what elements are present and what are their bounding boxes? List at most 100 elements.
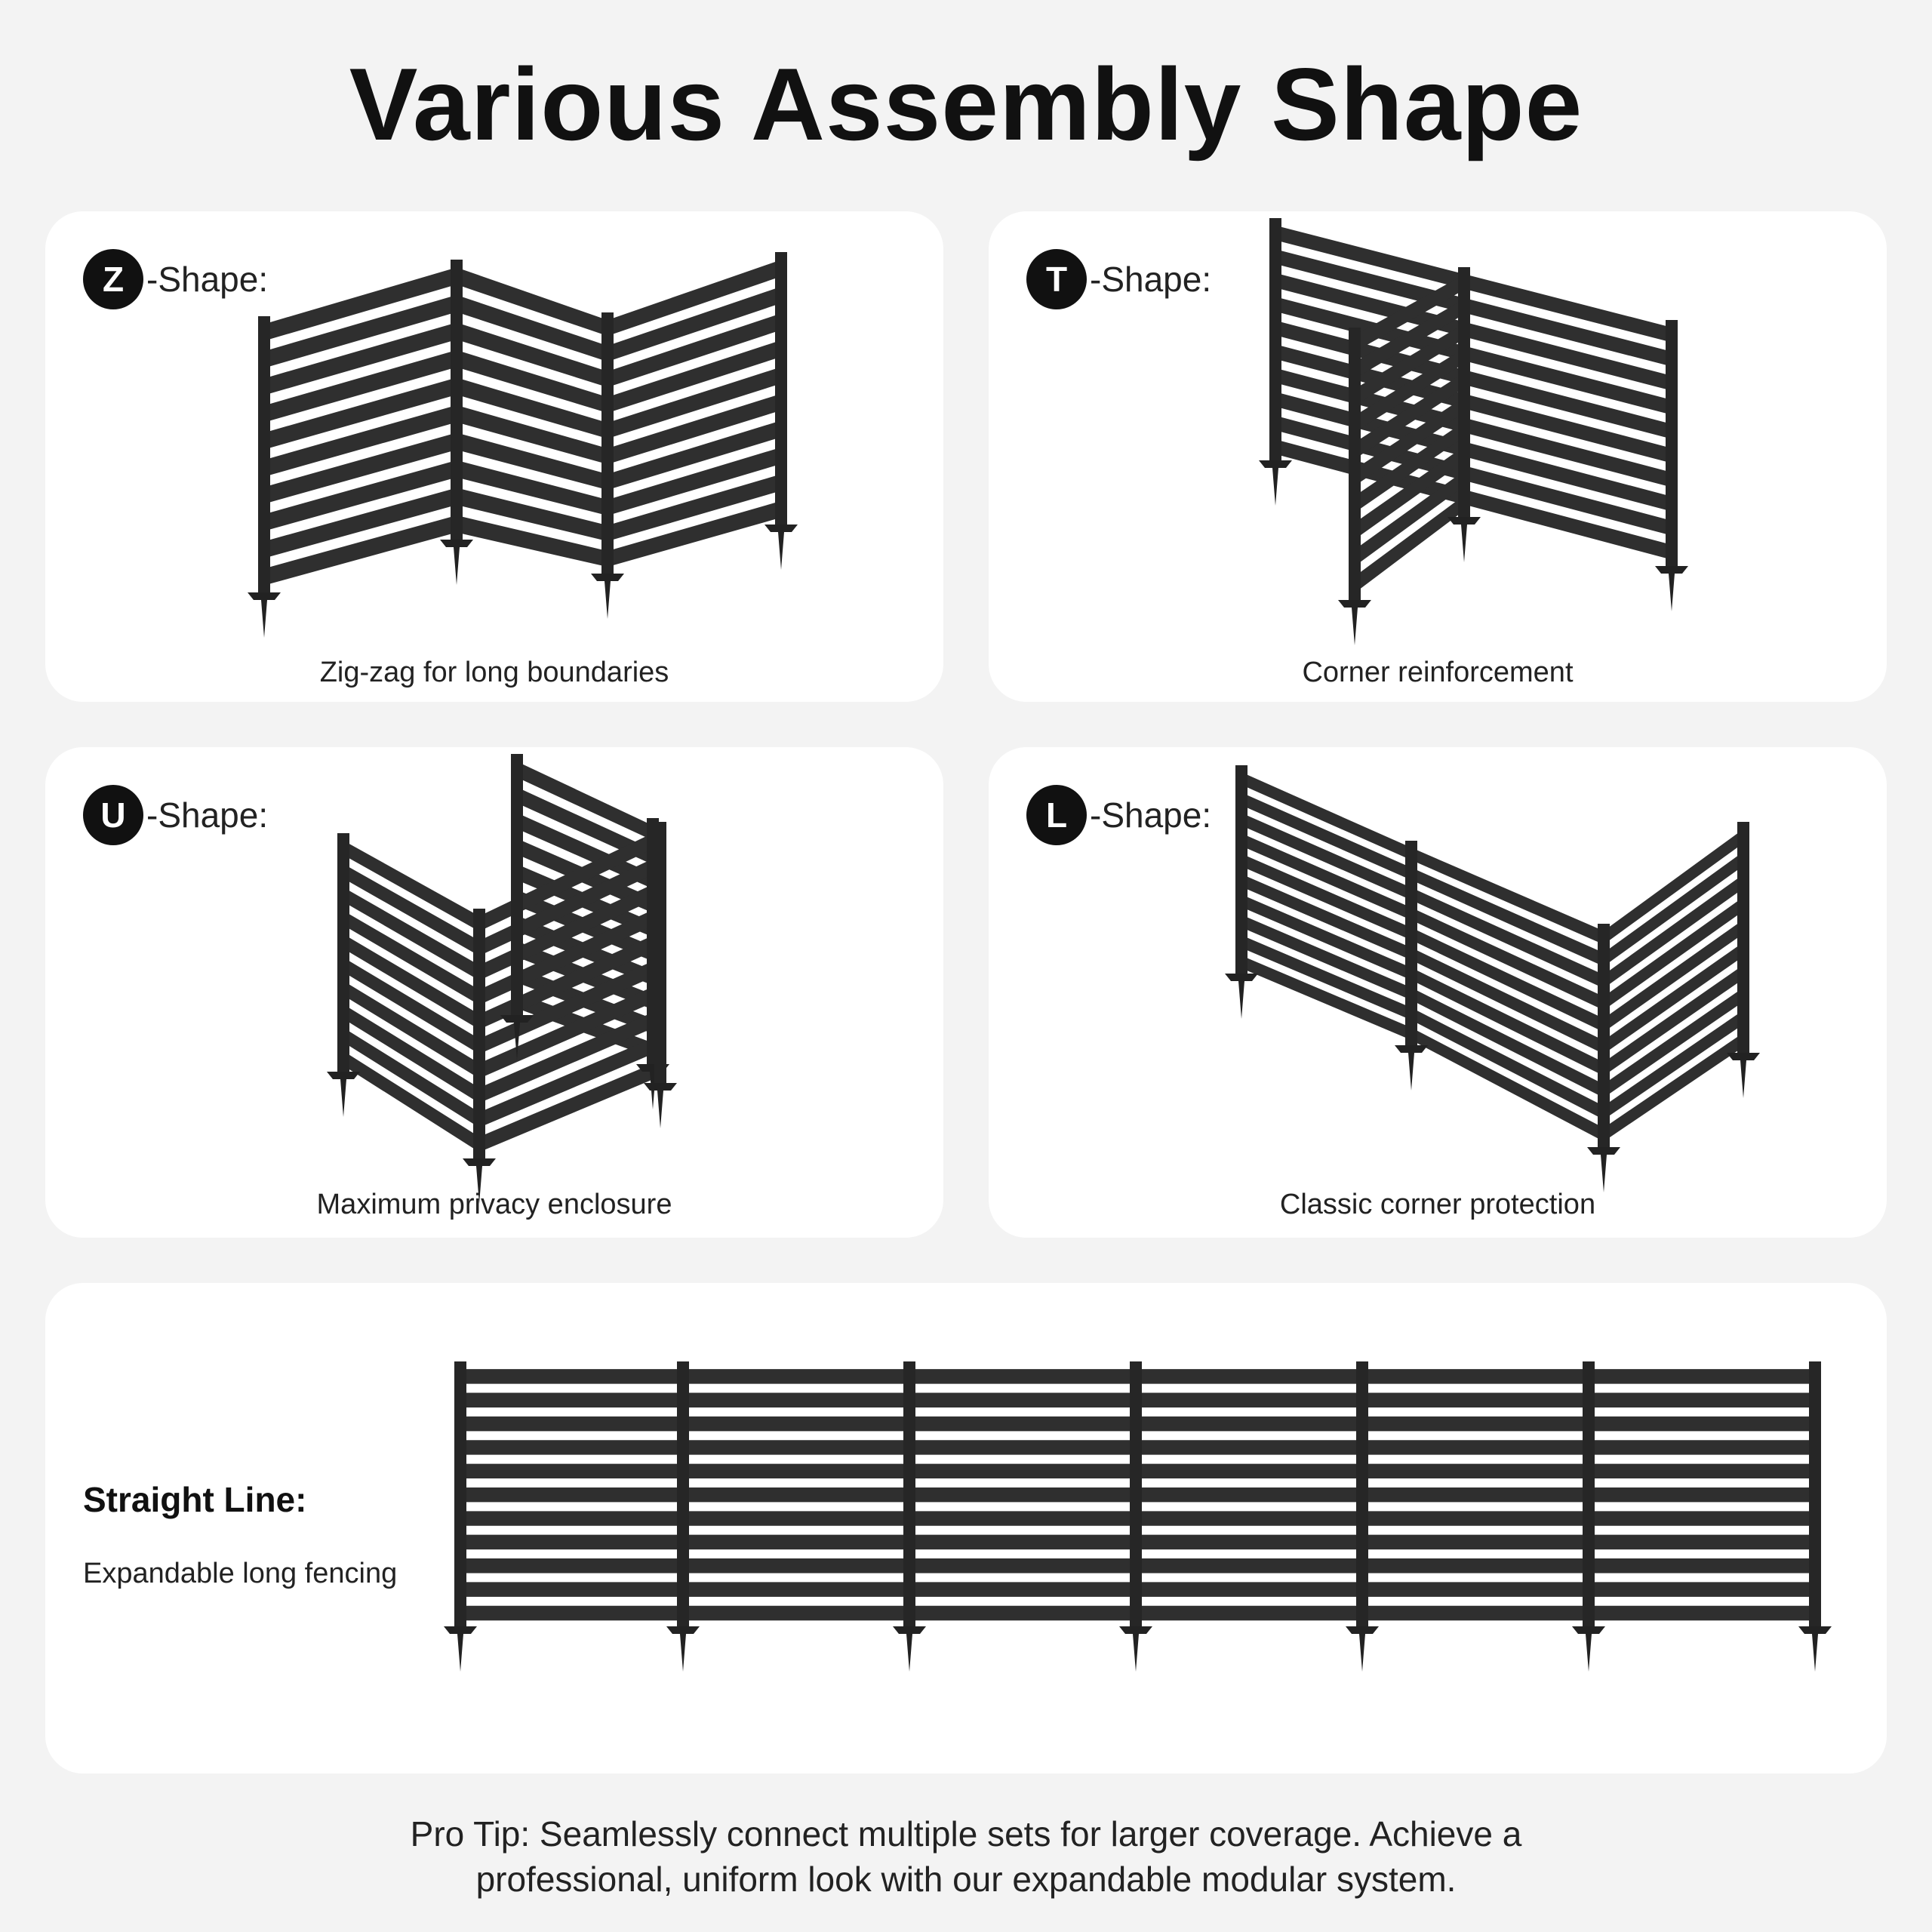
fence-slat: [1362, 1392, 1589, 1407]
fence-slat: [1241, 772, 1411, 860]
fence-slat: [264, 377, 457, 450]
page-title: Various Assembly Shape: [349, 47, 1583, 162]
fence-slat: [683, 1392, 909, 1407]
t-post-3: [1655, 320, 1688, 611]
l-shape-card: L -Shape: Classic corner protection: [989, 747, 1887, 1238]
fence-slat: [343, 840, 479, 932]
fence-slat: [1589, 1487, 1815, 1503]
fence-slat: [1362, 1582, 1589, 1597]
fence-slat: [1362, 1534, 1589, 1550]
fence-slat: [264, 488, 457, 558]
fence-slat: [1604, 1010, 1743, 1120]
fence-slat: [1136, 1369, 1362, 1384]
fence-slat: [909, 1534, 1136, 1550]
fence-slat: [457, 294, 608, 362]
fence-slat: [264, 432, 457, 504]
fence-slat: [608, 260, 781, 337]
fence-slat: [1355, 372, 1464, 460]
fence-slat: [264, 294, 457, 368]
straight-post-6: [1572, 1361, 1605, 1672]
fence-slat: [460, 1487, 683, 1503]
straight-line-title: Straight Line:: [83, 1480, 307, 1519]
fence-slat: [1362, 1511, 1589, 1526]
fence-slat: [1136, 1582, 1362, 1597]
fence-slat: [1589, 1369, 1815, 1384]
fence-slat: [343, 887, 479, 981]
z-panel-1: [264, 267, 457, 586]
fence-slat: [1355, 446, 1464, 540]
fence-slat: [1362, 1440, 1589, 1455]
fence-slat: [517, 787, 653, 865]
fence-slat: [1355, 348, 1464, 432]
fence-slat: [683, 1582, 909, 1597]
fence-slat: [1355, 274, 1464, 352]
fence-slat: [479, 1060, 660, 1152]
z-post-3: [591, 312, 624, 619]
fence-slat: [608, 420, 781, 491]
fence-slat: [1136, 1511, 1362, 1526]
fence-slat: [1604, 942, 1743, 1054]
t-shape-label: T -Shape:: [1026, 249, 1211, 309]
fence-slat: [343, 1051, 479, 1152]
fence-slat: [1275, 320, 1672, 439]
fence-slat: [1136, 1416, 1362, 1432]
fence-slat: [1241, 894, 1411, 980]
straight-panel-2: [683, 1369, 909, 1621]
l-post-3: [1587, 924, 1620, 1192]
fence-slat: [1355, 397, 1464, 486]
t-shape-fence-illustration: [1259, 218, 1688, 645]
fence-slat: [479, 958, 660, 1054]
z-post-2: [440, 260, 473, 585]
fence-slat: [264, 349, 457, 423]
fence-slat: [683, 1463, 909, 1479]
fence-slat: [1604, 851, 1743, 967]
fence-slat: [479, 906, 660, 1005]
fence-slat: [479, 983, 660, 1079]
fence-slat: [1604, 829, 1743, 945]
u-front-panel: [479, 829, 660, 1152]
fence-slat: [264, 267, 457, 341]
fence-slat: [460, 1511, 683, 1526]
fence-slat: [1136, 1440, 1362, 1455]
fence-slat: [1589, 1582, 1815, 1597]
fence-slat: [608, 313, 781, 388]
fence-slat: [479, 1035, 660, 1128]
fence-slat: [479, 1009, 660, 1103]
fence-slat: [1362, 1463, 1589, 1479]
fence-slat: [457, 488, 608, 542]
fence-slat: [457, 515, 608, 568]
fence-slat: [1136, 1487, 1362, 1503]
straight-line-card: Straight Line: Expandable long fencing: [45, 1283, 1887, 1774]
fence-slat: [343, 1027, 479, 1128]
fence-slat: [1355, 299, 1464, 379]
z-shape-caption: Zig-zag for long boundaries: [319, 657, 669, 688]
straight-panel-4: [1136, 1369, 1362, 1621]
fence-slat: [683, 1440, 909, 1455]
fence-slat: [457, 377, 608, 439]
z-shape-label: Z -Shape:: [83, 249, 268, 309]
fence-slat: [608, 447, 781, 516]
u-shape-caption: Maximum privacy enclosure: [316, 1189, 672, 1220]
fence-slat: [1589, 1511, 1815, 1526]
fence-slat: [479, 855, 660, 956]
u-shape-suffix: -Shape:: [146, 795, 269, 835]
fence-slat: [909, 1416, 1136, 1432]
l-panel-2: [1411, 848, 1604, 1142]
fence-slat: [1275, 272, 1672, 391]
u-post-4: [463, 909, 496, 1204]
fence-slat: [909, 1369, 1136, 1384]
fence-slat: [479, 881, 660, 981]
fence-slat: [343, 863, 479, 956]
z-post-4: [764, 252, 798, 570]
fence-slat: [1411, 928, 1604, 1032]
fence-slat: [1411, 1027, 1604, 1142]
fence-slat: [1411, 907, 1604, 1011]
fence-slat: [460, 1558, 683, 1574]
straight-panel-5: [1362, 1369, 1589, 1621]
straight-post-5: [1346, 1361, 1379, 1672]
fence-slat: [460, 1369, 683, 1384]
fence-slat: [1355, 495, 1464, 593]
fence-slat: [1241, 854, 1411, 940]
z-shape-card: Z -Shape: Zig-zag for long boundaries: [45, 211, 943, 702]
fence-slat: [1275, 249, 1672, 367]
